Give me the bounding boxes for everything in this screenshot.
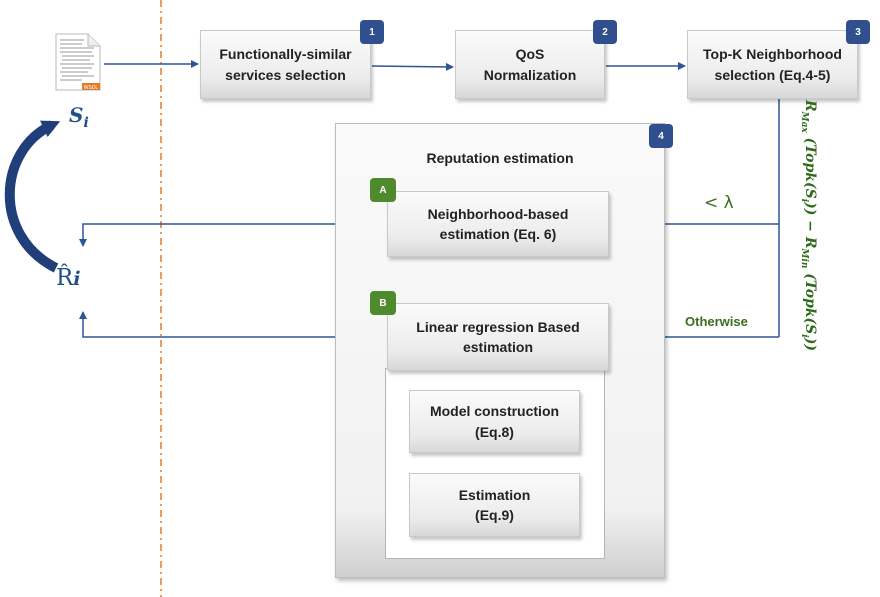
service-symbol: S — [69, 103, 84, 127]
reputation-label: R̂i — [56, 265, 81, 291]
arrow-regression-to-ri — [79, 311, 386, 338]
arrow-step1-to-step2 — [371, 62, 454, 71]
neighborhood-estimation-label: Neighborhood-based estimation (Eq. 6) — [427, 205, 569, 242]
step-topk-selection: Top-K Neighborhood selection (Eq.4-5) — [687, 30, 858, 99]
reputation-symbol: R̂ — [56, 265, 74, 291]
reputation-subscript: i — [73, 268, 81, 290]
document-icon: WSDL — [55, 33, 101, 91]
estimation-label: Estimation (Eq.9) — [458, 486, 531, 523]
model-construction-box: Model construction (Eq.8) — [409, 390, 580, 453]
badge-b: B — [370, 291, 396, 315]
badge-a: A — [370, 178, 396, 202]
document-footer-text: WSDL — [84, 85, 99, 91]
range-formula: RMax (Topk(Si)) − RMin (Topk(Si)) — [799, 100, 820, 360]
model-construction-label: Model construction (Eq.8) — [429, 403, 560, 440]
step2-label: QoS Normalization — [483, 46, 577, 83]
neighborhood-estimation-box: Neighborhood-based estimation (Eq. 6) — [387, 191, 609, 257]
estimation-box: Estimation (Eq.9) — [409, 473, 580, 537]
step1-label: Functionally-similar services selection — [219, 46, 352, 83]
regression-estimation-box: Linear regression Based estimation — [387, 303, 609, 371]
lambda-condition-label: < λ — [704, 193, 734, 213]
step3-label: Top-K Neighborhood selection (Eq.4-5) — [703, 46, 842, 83]
otherwise-condition-label: Otherwise — [685, 314, 748, 329]
feedback-arrow — [4, 120, 61, 273]
reputation-estimation-title: Reputation estimation — [426, 150, 574, 166]
step3-badge: 3 — [846, 20, 870, 44]
regression-estimation-label: Linear regression Based estimation — [416, 318, 580, 355]
step-qos-normalization: QoS Normalization — [455, 30, 605, 99]
step2-badge: 2 — [593, 20, 617, 44]
range-formula-text: RMax (Topk(Si)) − RMin (Topk(Si)) — [799, 100, 818, 351]
step4-badge: 4 — [649, 124, 673, 148]
step-functional-selection: Functionally-similar services selection — [200, 30, 371, 99]
service-subscript: i — [83, 115, 89, 131]
arrow-neighborhood-to-ri — [79, 223, 386, 247]
step1-badge: 1 — [360, 20, 384, 44]
service-label: Si — [69, 103, 89, 131]
